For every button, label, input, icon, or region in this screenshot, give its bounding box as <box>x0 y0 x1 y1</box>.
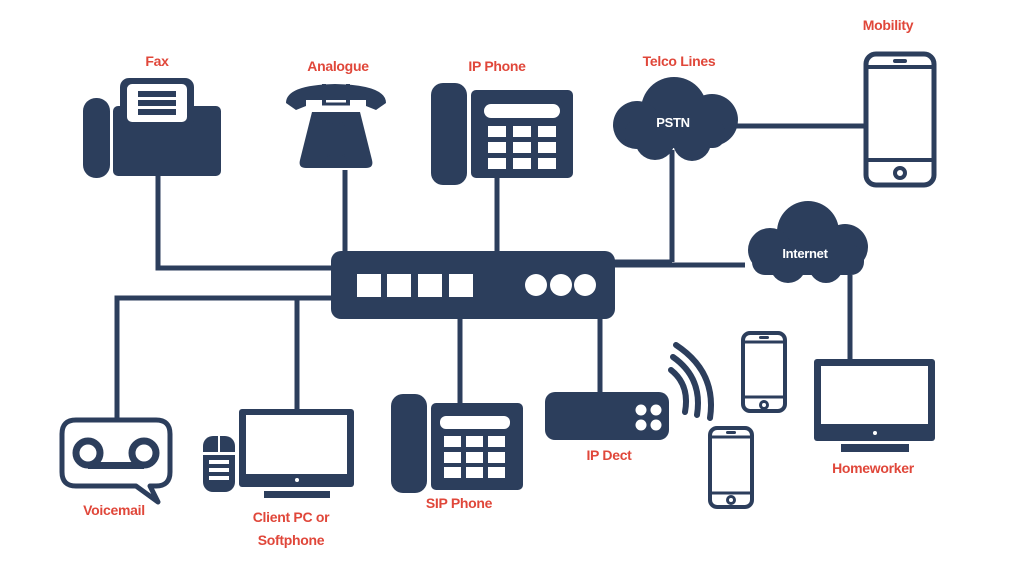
desktop-computer-icon <box>203 409 354 498</box>
homeworker-node[interactable]: Homeworker <box>814 359 935 476</box>
analogue-node[interactable]: Analogue <box>286 58 386 168</box>
fax-node[interactable]: Fax <box>83 53 221 178</box>
rotary-phone-icon <box>286 84 386 168</box>
ip-dect-label: IP Dect <box>586 447 632 463</box>
dect-handset-1[interactable] <box>741 331 787 413</box>
client-pc-label-line1: Client PC or <box>253 509 330 525</box>
analogue-label: Analogue <box>307 58 369 74</box>
client-pc-node[interactable]: Client PC or Softphone <box>203 409 354 548</box>
homeworker-label: Homeworker <box>832 460 915 476</box>
pstn-label: PSTN <box>656 115 689 130</box>
desk-phone-icon <box>391 394 523 493</box>
connection-lines <box>114 123 866 420</box>
router-icon[interactable] <box>331 251 615 319</box>
mobility-node[interactable]: Mobility <box>863 17 937 188</box>
fax-label: Fax <box>145 53 169 69</box>
client-pc-label-line2: Softphone <box>258 532 325 548</box>
smartphone-icon <box>863 51 937 188</box>
wire-fax <box>155 175 332 271</box>
dect-handset-2[interactable] <box>708 426 754 509</box>
ip-phone-label: IP Phone <box>468 58 526 74</box>
fax-icon <box>83 78 221 178</box>
cloud-icon <box>748 201 868 283</box>
desk-phone-icon <box>431 83 573 185</box>
smartphone-icon <box>708 426 754 509</box>
mobility-label: Mobility <box>863 17 914 33</box>
dect-base-icon <box>545 392 669 440</box>
wifi-signal-icon <box>668 342 714 421</box>
monitor-icon <box>814 359 935 452</box>
voicemail-node[interactable]: Voicemail <box>59 417 173 518</box>
ip-phone-node[interactable]: IP Phone <box>431 58 573 185</box>
sip-phone-label: SIP Phone <box>426 495 493 511</box>
smartphone-icon <box>741 331 787 413</box>
voicemail-icon <box>59 417 173 505</box>
ip-dect-node[interactable]: IP Dect <box>545 342 714 463</box>
wire-voicemail <box>114 295 332 420</box>
internet-label: Internet <box>782 246 828 261</box>
voicemail-label: Voicemail <box>83 502 145 518</box>
telco-label: Telco Lines <box>643 53 716 69</box>
mouse-icon <box>203 436 235 492</box>
cloud-icon <box>613 77 738 161</box>
telco-node[interactable]: Telco Lines PSTN <box>613 53 738 161</box>
internet-node[interactable]: Internet <box>748 201 868 283</box>
sip-phone-node[interactable]: SIP Phone <box>391 394 523 511</box>
